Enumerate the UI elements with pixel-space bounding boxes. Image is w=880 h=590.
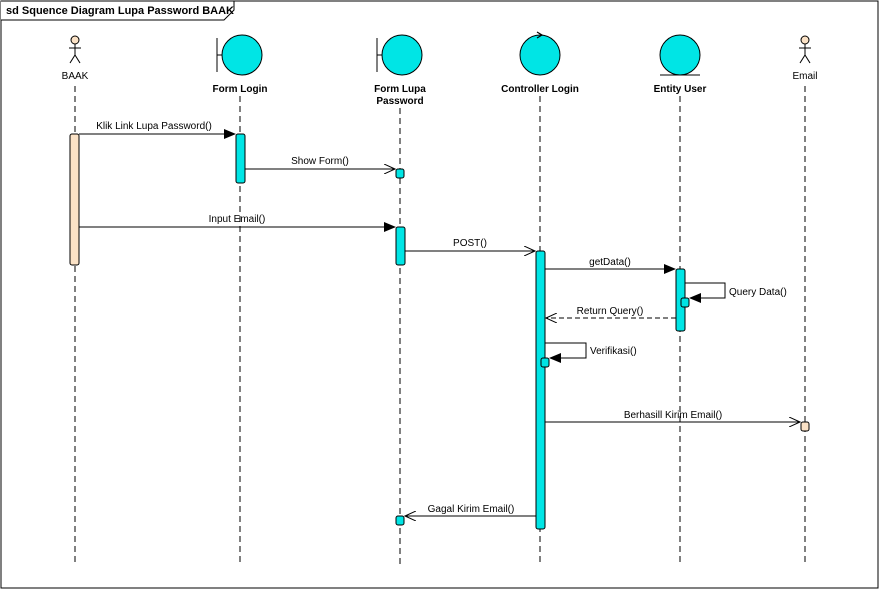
- message-berhasil-kirim-email[interactable]: Berhasill Kirim Email(): [545, 410, 800, 422]
- message-label: Show Form(): [291, 156, 349, 167]
- participant-label-line-2: Password: [376, 96, 423, 107]
- message-label: getData(): [589, 257, 631, 268]
- control-icon: [519, 31, 561, 76]
- message-label: Query Data(): [729, 287, 787, 298]
- frame-title: sd Squence Diagram Lupa Password BAAK: [6, 5, 234, 17]
- participant-label: BAAK: [62, 71, 89, 82]
- message-query-data[interactable]: Query Data(): [685, 282, 787, 303]
- message-label: Klik Link Lupa Password(): [96, 121, 212, 132]
- activation-form-lupa-2: [395, 226, 406, 266]
- message-arrow: [545, 342, 587, 363]
- participant-entity-user[interactable]: Entity User: [654, 34, 707, 95]
- participant-label: Form Login: [213, 84, 268, 95]
- message-label: Verifikasi(): [590, 346, 637, 357]
- participant-form-lupa-password[interactable]: Form Lupa Password: [374, 34, 426, 107]
- message-label: Berhasill Kirim Email(): [624, 410, 722, 421]
- message-verifikasi[interactable]: Verifikasi(): [545, 342, 637, 363]
- participant-label-line-1: Form Lupa: [374, 84, 426, 95]
- activation-baak: [69, 133, 80, 266]
- message-label: POST(): [453, 238, 487, 249]
- boundary-icon: [216, 34, 263, 76]
- activation-form-lupa-3: [395, 515, 405, 526]
- participant-email[interactable]: Email: [792, 35, 818, 82]
- message-gagal-kirim-email[interactable]: Gagal Kirim Email(): [405, 504, 536, 516]
- message-label: Gagal Kirim Email(): [428, 504, 515, 515]
- entity-icon: [659, 34, 701, 76]
- participant-controller-login[interactable]: Controller Login: [501, 31, 579, 95]
- message-klik-link-lupa-password[interactable]: Klik Link Lupa Password(): [79, 121, 236, 139]
- boundary-icon: [376, 34, 423, 76]
- actor-icon: [69, 35, 81, 64]
- messages: Klik Link Lupa Password() Show Form() In…: [79, 121, 800, 516]
- message-label: Return Query(): [577, 306, 644, 317]
- activation-email: [800, 421, 810, 432]
- message-input-email[interactable]: Input Email(): [79, 214, 396, 232]
- participant-baak[interactable]: BAAK: [62, 35, 89, 82]
- participant-label: Entity User: [654, 84, 707, 95]
- participant-label: Email: [792, 71, 817, 82]
- actor-icon: [799, 35, 811, 64]
- message-show-form[interactable]: Show Form(): [245, 156, 395, 169]
- message-arrow: [685, 282, 726, 303]
- participant-label: Controller Login: [501, 84, 579, 95]
- activation-entity-self: [680, 297, 690, 308]
- participant-form-login[interactable]: Form Login: [213, 34, 268, 95]
- activation-form-login: [235, 133, 246, 184]
- message-post[interactable]: POST(): [405, 238, 535, 251]
- message-get-data[interactable]: getData(): [545, 257, 676, 274]
- activation-form-lupa-1: [395, 168, 405, 179]
- message-label: Input Email(): [209, 214, 266, 225]
- activation-controller-login: [535, 250, 546, 530]
- activation-controller-self: [540, 357, 550, 368]
- message-return-query[interactable]: Return Query(): [546, 306, 676, 318]
